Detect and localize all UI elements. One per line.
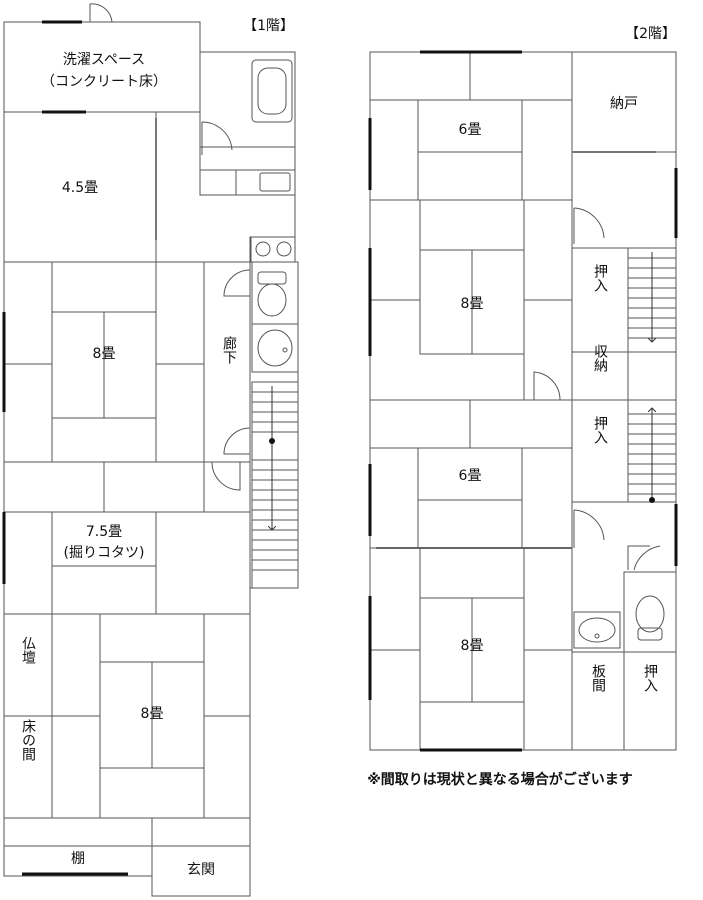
shelf-label: 棚: [71, 851, 85, 867]
toilet-2f-icon: [635, 595, 665, 633]
stove-icon: [250, 236, 296, 263]
nando-label: 納戸: [610, 96, 638, 112]
floor2-outer-walls: [369, 51, 677, 751]
laundry-door: [89, 3, 113, 23]
floor1-stairs: [251, 381, 299, 589]
floor2-stairs-lower: [627, 399, 678, 566]
room-8b-2f-label: 8畳: [461, 638, 484, 654]
storage-label: 収納: [592, 344, 608, 373]
bath-door: [201, 121, 233, 155]
oshiire-b-label: 押入: [592, 416, 608, 444]
laundry-label-1: 洗濯スペース: [63, 52, 145, 68]
toilet-icon: [257, 283, 287, 317]
room-4-5-label: 4.5畳: [62, 180, 98, 196]
room-8-tatami-a: [2, 261, 205, 463]
sink-icon: [259, 172, 291, 192]
room-6b-2f-label: 6畳: [459, 468, 482, 484]
washbasin-icon: [257, 329, 293, 367]
room-7-5-tatami: [2, 461, 251, 615]
washbasin-2f-icon: [578, 617, 616, 643]
bathtub-icon: [251, 59, 293, 123]
floor2-stairs-upper: [627, 247, 677, 353]
washbasin-2f: [573, 611, 621, 649]
room-6-tatami-a: [368, 99, 573, 201]
entrance-label: 玄関: [187, 861, 215, 878]
room-8-tatami-b-2f: [368, 547, 573, 752]
tokonoma-area: [3, 715, 53, 819]
room-8b-label: 8畳: [141, 706, 164, 722]
disclaimer-note: ※間取りは現状と異なる場合がございます: [367, 771, 633, 788]
floor2-heading: 【2階】: [625, 26, 676, 42]
laundry-label-2: （コンクリート床）: [41, 74, 167, 90]
kitchen-area: [199, 146, 296, 196]
butsudan-label: 仏壇: [20, 636, 36, 664]
floor1-outer-walls: [3, 21, 299, 897]
room-8a-label: 8畳: [93, 346, 116, 362]
floor-2: [368, 50, 678, 752]
floor-1: [2, 3, 299, 897]
oshiire-c: [623, 651, 677, 751]
bath-area: [199, 51, 296, 148]
tokonoma-label: 床の間: [20, 719, 36, 762]
oshiire-a-label: 押入: [592, 264, 608, 292]
floor1-heading: 【1階】: [243, 18, 294, 34]
corridor-label: 廊下: [221, 335, 237, 364]
oshiire-c-label: 押入: [642, 664, 658, 692]
room-7-5-label-2: (掘りコタツ): [64, 545, 145, 561]
washbasin-area: [251, 323, 299, 373]
butsudan-area: [3, 613, 53, 717]
room-6a-2f-label: 6畳: [459, 122, 482, 138]
itama-label: 板間: [590, 664, 606, 693]
room-7-5-label-1: 7.5畳: [86, 524, 122, 540]
room-6-tatami-b: [368, 447, 573, 549]
room-8a-2f-label: 8畳: [461, 296, 484, 312]
